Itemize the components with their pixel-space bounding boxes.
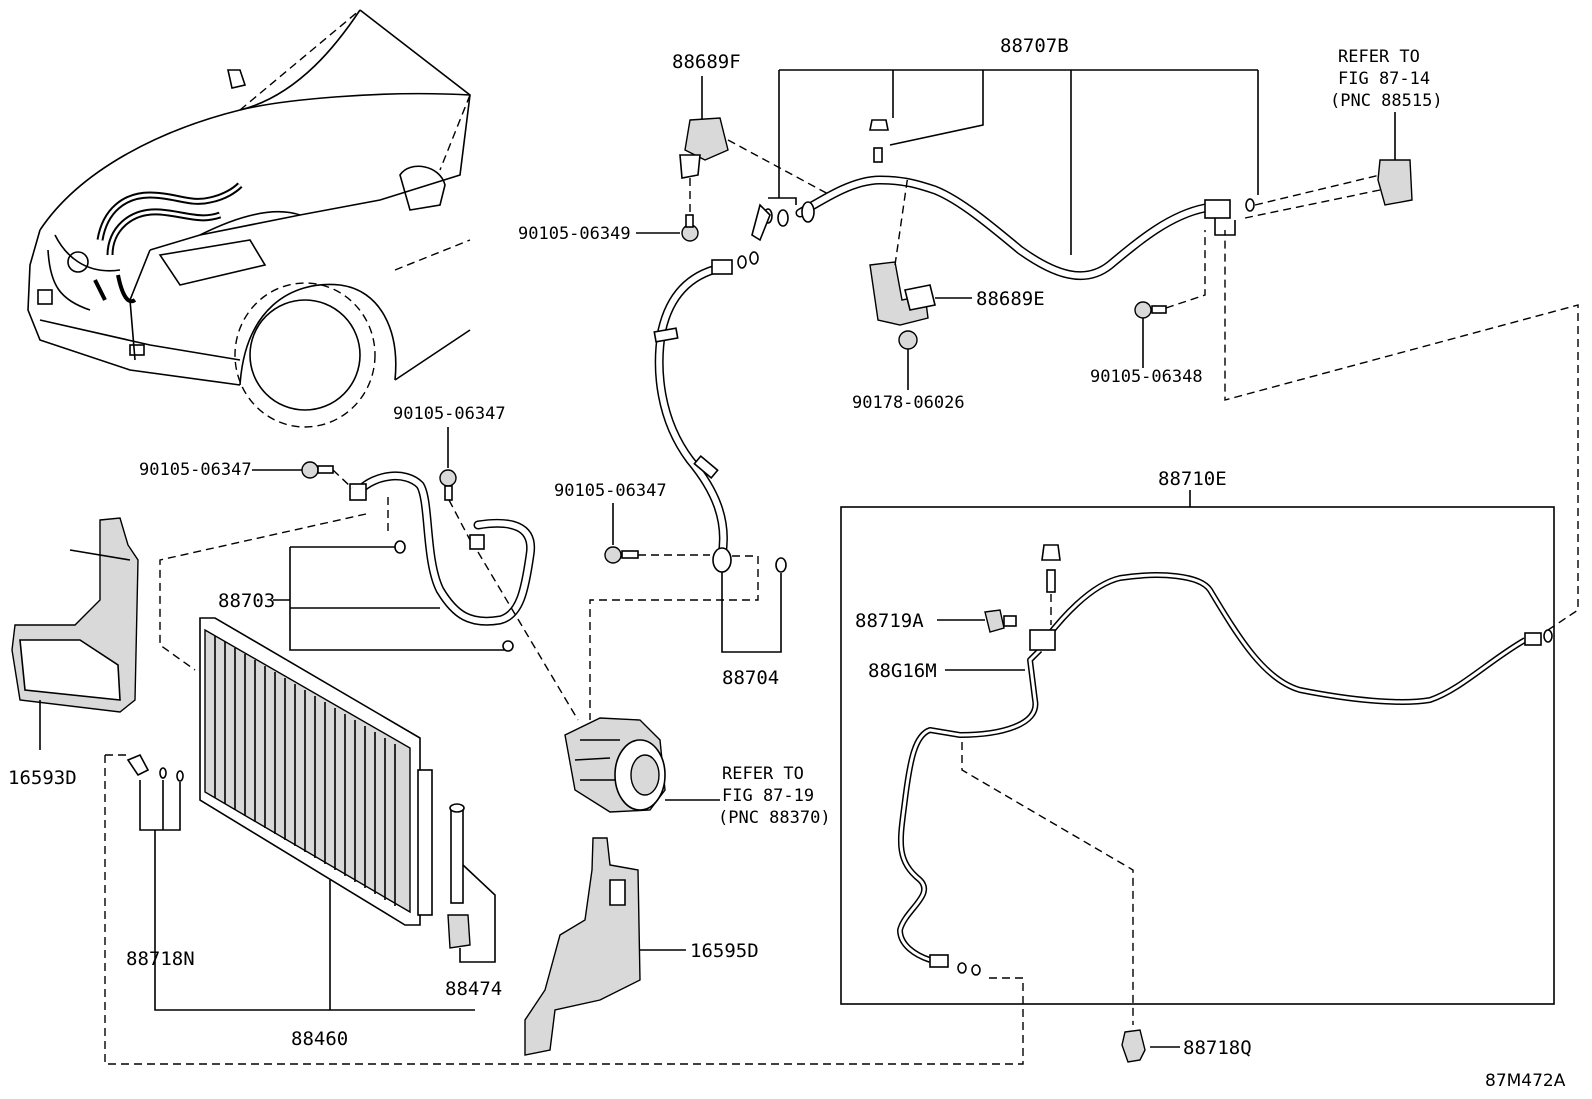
tube-assembly-88710e: 88710E 88719A 88G16M	[840, 230, 1579, 1025]
label-88689f: 88689F	[672, 51, 741, 73]
suction-hose-88704: 88704 90105-06347	[554, 251, 787, 720]
refer-fig-87-14: REFER TO FIG 87-14 (PNC 88515)	[1244, 47, 1443, 219]
label-88719a: 88719A	[855, 610, 924, 632]
label-88474: 88474	[445, 978, 502, 1000]
label-16595d: 16595D	[690, 940, 759, 962]
label-88460: 88460	[291, 1028, 348, 1050]
label-16593d: 16593D	[8, 767, 77, 789]
receiver-88474: 88474	[445, 803, 502, 1000]
clamp-88718q: 88718Q	[1121, 1029, 1252, 1063]
seal-16595d: 16595D	[524, 837, 759, 1056]
refer-87-19-line3: (PNC 88370)	[718, 808, 831, 828]
seal-16593d: 16593D	[8, 517, 139, 789]
label-90105-06349: 90105-06349	[518, 224, 631, 244]
bracket-88689f: 88689F	[672, 51, 831, 220]
label-88718n: 88718N	[126, 948, 195, 970]
label-90105-06347-b: 90105-06347	[393, 404, 506, 424]
condenser-88460: 88460 88718N	[104, 617, 1024, 1065]
figure-id: 87M472A	[1485, 1071, 1566, 1091]
label-90105-06347-a: 90105-06347	[139, 460, 252, 480]
label-88703: 88703	[218, 590, 275, 612]
label-90105-06347-c: 90105-06347	[554, 481, 667, 501]
bracket-88689e: 88689E 90178-06026	[852, 174, 1045, 413]
label-88718q: 88718Q	[1183, 1037, 1252, 1059]
refer-87-14-line1: REFER TO	[1338, 47, 1420, 67]
bolt-90105-06349: 90105-06349	[518, 214, 699, 244]
discharge-hose-88703: 90105-06347 90105-06347 88703	[139, 404, 579, 721]
label-88704: 88704	[722, 667, 779, 689]
refer-87-19-line1: REFER TO	[722, 764, 804, 784]
condenser-fins	[214, 636, 396, 906]
label-88707b: 88707B	[1000, 35, 1069, 57]
refer-87-14-line3: (PNC 88515)	[1330, 91, 1443, 111]
label-90105-06348: 90105-06348	[1090, 367, 1203, 387]
discharge-hose-88707b	[751, 69, 1259, 281]
vehicle-locator-illustration	[27, 9, 471, 428]
bolt-90105-06348: 90105-06348	[1090, 230, 1206, 387]
refer-87-19-line2: FIG 87-19	[722, 786, 814, 806]
refer-87-14-line2: FIG 87-14	[1338, 69, 1430, 89]
label-88689e: 88689E	[976, 288, 1045, 310]
label-88g16m: 88G16M	[868, 660, 937, 682]
label-90178-06026: 90178-06026	[852, 393, 965, 413]
label-88710e: 88710E	[1158, 468, 1227, 490]
compressor: REFER TO FIG 87-19 (PNC 88370)	[564, 717, 831, 828]
